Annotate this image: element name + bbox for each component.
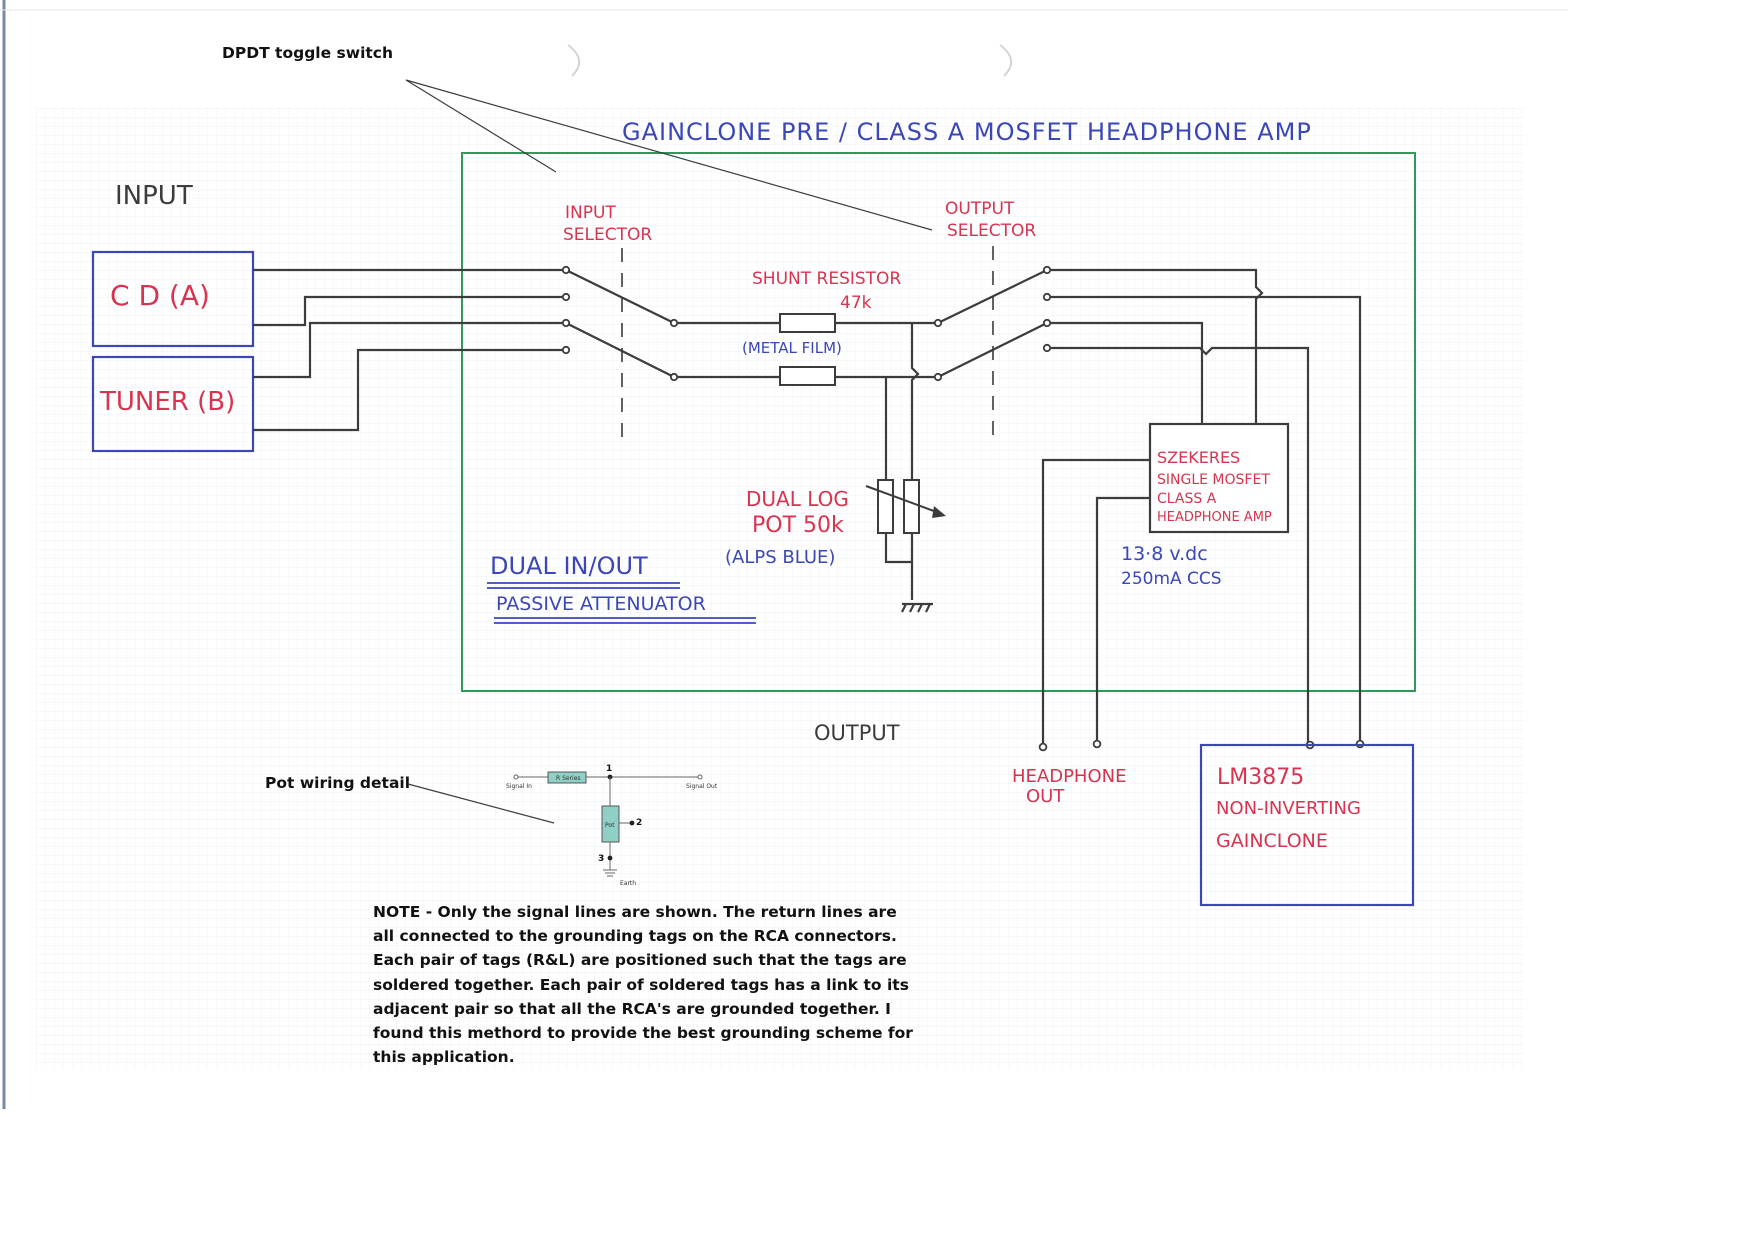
output-wiring bbox=[1041, 268, 1362, 745]
grounding-note: NOTE - Only the signal lines are shown. … bbox=[373, 900, 913, 1069]
graph-paper bbox=[35, 108, 1525, 1068]
note-line: soldered together. Each pair of soldered… bbox=[373, 975, 909, 994]
output-selector-label-line2: SELECTOR bbox=[947, 221, 1036, 241]
note-line: all connected to the grounding tags on t… bbox=[373, 927, 897, 946]
input-selector-levers bbox=[567, 270, 673, 377]
amp-label-line2: SINGLE MOSFET bbox=[1157, 472, 1270, 488]
pot-detail-node-1: 1 bbox=[606, 764, 612, 774]
headphone-out-label-line2: OUT bbox=[1026, 786, 1065, 807]
output-selector-label-line1: OUTPUT bbox=[945, 199, 1015, 219]
pot-detail-node-3: 3 bbox=[598, 854, 604, 864]
tuner-source-box bbox=[91, 355, 255, 453]
output-label: OUTPUT bbox=[814, 721, 900, 745]
pot-detail-callout-leader bbox=[407, 783, 555, 824]
pot-detail-diagram: Signal In R Series Signal Out Pot Earth … bbox=[506, 764, 718, 887]
cd-label: C D (A) bbox=[110, 279, 210, 312]
gainclone-box bbox=[1199, 743, 1415, 907]
binder-hole-mark bbox=[567, 44, 580, 77]
amp-label-line3: CLASS A bbox=[1157, 491, 1217, 507]
dpdt-callout-leader bbox=[405, 79, 557, 173]
input-selector-contacts bbox=[561, 265, 679, 382]
supply-label-line1: 13·8 v.dc bbox=[1121, 543, 1208, 565]
input-wiring bbox=[253, 268, 565, 432]
note-line: found this methord to provide the best g… bbox=[373, 1024, 913, 1043]
gainclone-label-line1: LM3875 bbox=[1217, 765, 1304, 790]
pot-label-line1: DUAL LOG bbox=[746, 487, 849, 511]
pot-detail-callout-label: Pot wiring detail bbox=[265, 774, 410, 792]
input-selector-label-line2: SELECTOR bbox=[563, 225, 652, 245]
pot-label-line3: (ALPS BLUE) bbox=[725, 547, 835, 568]
enclosure-box bbox=[461, 152, 1416, 692]
headphone-amp-box bbox=[1148, 422, 1290, 534]
shunt-resistor-right bbox=[779, 366, 836, 386]
pot-arrow-shaft bbox=[865, 485, 943, 515]
input-selector-label-line1: INPUT bbox=[565, 203, 616, 223]
pot-detail-signal-out: Signal Out bbox=[686, 783, 718, 790]
output-selector-levers bbox=[939, 270, 1046, 377]
pot-detail-signal-in: Signal In bbox=[506, 783, 532, 790]
pot-detail-earth: Earth bbox=[620, 880, 636, 887]
input-label: INPUT bbox=[115, 181, 193, 211]
amp-label-line4: HEADPHONE AMP bbox=[1157, 510, 1272, 525]
cd-source-box bbox=[91, 250, 255, 348]
note-line: this application. bbox=[373, 1048, 515, 1067]
supply-label-line2: 250mA CCS bbox=[1121, 569, 1222, 589]
note-line: NOTE - Only the signal lines are shown. … bbox=[373, 903, 897, 921]
note-line: Each pair of tags (R&L) are positioned s… bbox=[373, 951, 907, 970]
gainclone-label-line2: NON-INVERTING bbox=[1216, 798, 1361, 819]
pot-element-left bbox=[877, 479, 894, 534]
headphone-out-label-line1: HEADPHONE bbox=[1012, 766, 1126, 787]
attenuator-label-line1: DUAL IN/OUT bbox=[490, 552, 648, 580]
tuner-label: TUNER (B) bbox=[99, 387, 235, 417]
dpdt-callout-label: DPDT toggle switch bbox=[222, 44, 393, 62]
pot-label-line2: POT 50k bbox=[752, 513, 844, 538]
pot-detail-pot: Pot bbox=[605, 822, 615, 829]
schematic-sheet: GAINCLONE PRE / CLASS A MOSFET HEADPHONE… bbox=[0, 0, 1568, 1109]
dpdt-callout-leader bbox=[405, 79, 933, 231]
attenuator-label-line2: PASSIVE ATTENUATOR bbox=[496, 593, 706, 615]
shunt-label-line2: 47k bbox=[840, 293, 872, 313]
binder-hole-mark bbox=[999, 44, 1012, 77]
amp-label-line1: SZEKERES bbox=[1157, 448, 1240, 467]
note-line: adjacent pair so that all the RCA's are … bbox=[373, 999, 891, 1018]
pot-arrow-head bbox=[932, 506, 946, 518]
gainclone-label-line3: GAINCLONE bbox=[1216, 830, 1328, 852]
shunt-label-line1: SHUNT RESISTOR bbox=[752, 269, 901, 289]
shunt-label-line3: (METAL FILM) bbox=[742, 339, 842, 357]
pot-wiring bbox=[884, 323, 933, 613]
shunt-resistor-left bbox=[779, 313, 836, 333]
pot-element-right bbox=[903, 479, 920, 534]
diagram-title: GAINCLONE PRE / CLASS A MOSFET HEADPHONE… bbox=[622, 118, 1312, 146]
pot-detail-node-2: 2 bbox=[636, 818, 642, 828]
pot-detail-r-series: R Series bbox=[556, 775, 581, 782]
